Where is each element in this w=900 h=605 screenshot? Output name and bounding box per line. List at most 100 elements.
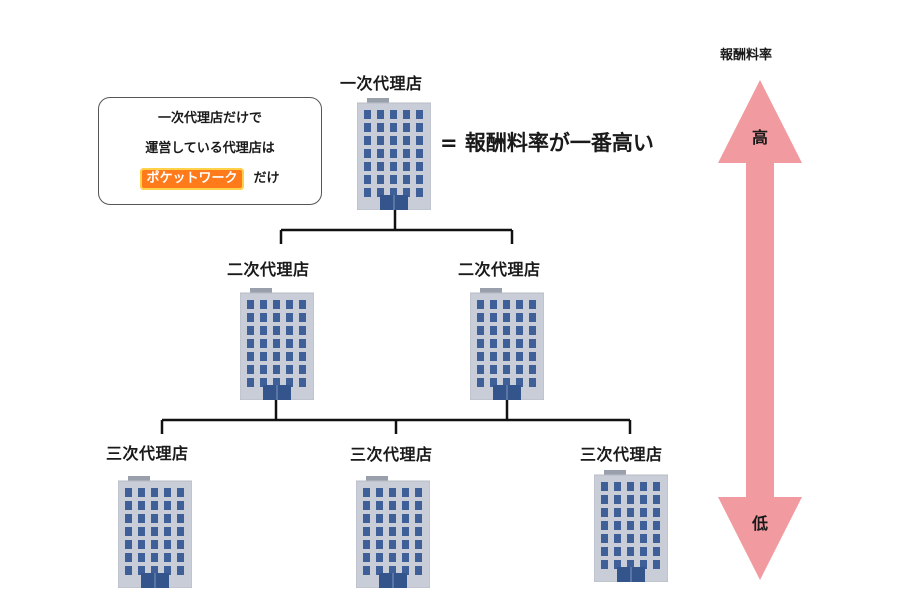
building-window xyxy=(403,136,410,145)
callout-box: 一次代理店だけで 運営している代理店は ポケットワーク だけ xyxy=(98,97,322,205)
office-building-icon xyxy=(469,288,545,404)
building-window xyxy=(503,313,510,322)
building-window xyxy=(601,521,608,530)
office-building-graphic xyxy=(469,288,545,401)
rate-scale-title: 報酬料率 xyxy=(720,48,773,63)
building-window xyxy=(389,553,396,562)
building-window xyxy=(151,553,158,562)
building-window xyxy=(415,527,422,536)
building-window xyxy=(627,508,634,517)
building-window xyxy=(402,540,409,549)
building-window xyxy=(614,547,621,556)
building-window xyxy=(640,560,647,569)
building-window xyxy=(364,123,371,132)
building-window xyxy=(273,339,280,348)
office-building-graphic xyxy=(355,476,431,589)
building-window xyxy=(260,326,267,335)
building-window xyxy=(376,527,383,536)
building-window xyxy=(529,352,536,361)
building-window xyxy=(614,521,621,530)
building-window xyxy=(364,188,371,197)
building-window xyxy=(503,339,510,348)
building-window xyxy=(247,378,254,387)
building-window xyxy=(516,300,523,309)
rate-low-label: 低 xyxy=(752,514,769,533)
building-window xyxy=(415,553,422,562)
building-window xyxy=(138,540,145,549)
tier3-agency-label-3: 三次代理店 xyxy=(580,445,663,464)
office-building-graphic xyxy=(117,476,193,589)
building-window xyxy=(477,300,484,309)
building-window xyxy=(138,566,145,575)
building-window xyxy=(164,514,171,523)
building-window xyxy=(260,339,267,348)
building-window xyxy=(125,488,132,497)
building-window xyxy=(529,365,536,374)
building-window xyxy=(273,352,280,361)
building-window xyxy=(299,352,306,361)
building-window xyxy=(390,136,397,145)
office-building-icon xyxy=(593,470,669,586)
building-window xyxy=(614,482,621,491)
building-window xyxy=(516,339,523,348)
building-window xyxy=(286,365,293,374)
building-window xyxy=(601,547,608,556)
building-window xyxy=(653,508,660,517)
building-window xyxy=(376,488,383,497)
building-window xyxy=(516,378,523,387)
building-window xyxy=(503,352,510,361)
building-window xyxy=(415,501,422,510)
tier3-agency-label-2: 三次代理店 xyxy=(350,445,433,464)
building-window xyxy=(640,495,647,504)
building-window xyxy=(389,514,396,523)
building-window xyxy=(529,300,536,309)
building-window xyxy=(164,488,171,497)
building-window xyxy=(377,162,384,171)
building-window xyxy=(490,352,497,361)
callout-suffix: だけ xyxy=(253,171,280,186)
building-window xyxy=(273,365,280,374)
building-window xyxy=(614,508,621,517)
building-window xyxy=(125,501,132,510)
office-building-icon xyxy=(355,476,431,592)
building-window xyxy=(640,508,647,517)
building-window xyxy=(640,482,647,491)
building-window xyxy=(627,560,634,569)
building-window xyxy=(389,566,396,575)
building-window xyxy=(601,495,608,504)
building-window xyxy=(377,110,384,119)
building-window xyxy=(614,534,621,543)
building-window xyxy=(640,547,647,556)
building-window xyxy=(363,501,370,510)
building-window xyxy=(490,378,497,387)
building-window xyxy=(151,540,158,549)
building-window xyxy=(138,501,145,510)
building-window xyxy=(364,110,371,119)
building-window xyxy=(273,313,280,322)
building-window xyxy=(151,527,158,536)
building-window xyxy=(125,527,132,536)
building-window xyxy=(138,527,145,536)
building-window xyxy=(299,365,306,374)
building-window xyxy=(286,326,293,335)
building-window xyxy=(416,123,423,132)
building-window xyxy=(516,326,523,335)
building-window xyxy=(403,149,410,158)
building-window xyxy=(364,175,371,184)
building-window xyxy=(627,482,634,491)
building-window xyxy=(260,352,267,361)
building-window xyxy=(627,547,634,556)
building-window xyxy=(363,540,370,549)
office-building-icon xyxy=(117,476,193,592)
building-window xyxy=(529,326,536,335)
building-window xyxy=(653,482,660,491)
building-window xyxy=(390,123,397,132)
callout-line-2: 運営している代理店は xyxy=(145,141,275,156)
building-window xyxy=(377,188,384,197)
building-window xyxy=(377,123,384,132)
building-window xyxy=(389,501,396,510)
building-window xyxy=(403,110,410,119)
building-window xyxy=(299,378,306,387)
building-window xyxy=(364,149,371,158)
building-window xyxy=(529,378,536,387)
